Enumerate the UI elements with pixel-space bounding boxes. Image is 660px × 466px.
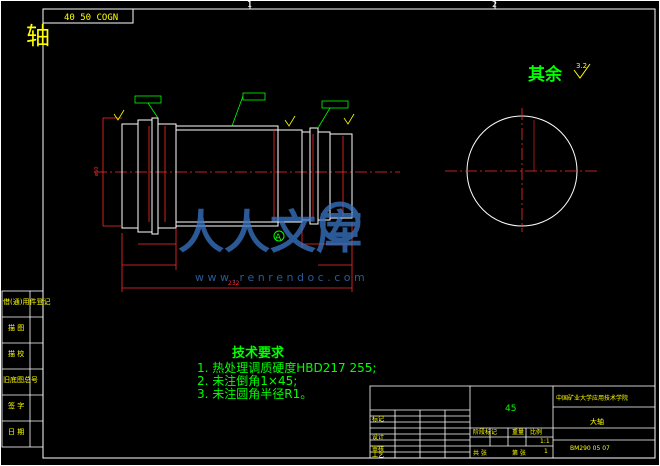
watermark-logo-icon <box>319 201 361 243</box>
row-label-review: 审核 <box>372 445 384 453</box>
row-label-mark: 标记 <box>372 415 384 423</box>
zone-number-2: 2 <box>492 0 497 9</box>
part-name: 大轴 <box>590 417 604 426</box>
watermark: 人人文库 w w w . r e n r e n d o c . c o m <box>178 201 365 284</box>
watermark-brand: 人人文库 <box>178 205 362 259</box>
col-label-scale: 比例 <box>530 428 542 436</box>
roughness-mark-icon <box>343 113 355 125</box>
side-table-row-5: 签 字 <box>8 401 24 410</box>
col-label-total: 共 张 <box>473 449 487 457</box>
watermark-url: w w w . r e n r e n d o c . c o m <box>195 271 365 284</box>
row-label-process: 工艺 <box>372 451 384 459</box>
side-table <box>1 290 44 448</box>
tech-req-item-2: 2. 未注倒角1×45; <box>197 373 297 388</box>
overall-length-dimension: 232 <box>228 280 240 287</box>
roughness-mark-icon <box>113 109 125 121</box>
dimension-label: ø50 <box>94 167 100 176</box>
row-label-design: 设计 <box>372 433 384 441</box>
tolerance-leaders <box>134 92 349 129</box>
side-table-row-3: 描 校 <box>8 349 24 358</box>
col-label-stage: 阶段标记 <box>473 428 497 436</box>
finish-note-label: 其余 <box>528 64 563 85</box>
col-label-weight: 重量 <box>512 428 524 436</box>
scale-value: 1:1 <box>540 438 550 445</box>
drawing-code: BM290 05 07 <box>570 445 610 452</box>
institution-name: 中国矿业大学应用技术学院 <box>556 394 628 402</box>
side-table-row-6: 日 期 <box>8 428 24 436</box>
material-number: 45 <box>505 404 516 414</box>
section-label: A <box>275 233 282 243</box>
side-table-row-4: 旧底图总号 <box>3 375 38 384</box>
finish-symbol-value: 3.2 <box>576 62 587 70</box>
side-table-row-1: 借(通)用件登记 <box>3 297 50 306</box>
section-marker-circle <box>273 230 285 242</box>
col-label-sheet: 第 张 <box>512 449 526 457</box>
part-title: 轴 <box>26 22 50 50</box>
sheet-value: 1 <box>544 448 548 455</box>
title-block <box>369 385 656 459</box>
tech-req-item-3: 3. 未注圆角半径R1。 <box>197 386 312 401</box>
roughness-symbol-icon <box>573 63 591 79</box>
tech-req-title: 技术要求 <box>232 345 285 361</box>
roughness-mark-icon <box>284 115 296 127</box>
side-table-row-2: 描 图 <box>8 323 24 332</box>
header-code-box <box>42 8 134 24</box>
zone-number-1: 1 <box>247 0 252 9</box>
tech-req-item-1: 1. 热处理调质硬度HBD217 255; <box>197 360 376 375</box>
inner-frame <box>42 8 656 459</box>
shaft-outline <box>121 117 353 235</box>
header-code: 40 50 COGN <box>64 13 118 23</box>
